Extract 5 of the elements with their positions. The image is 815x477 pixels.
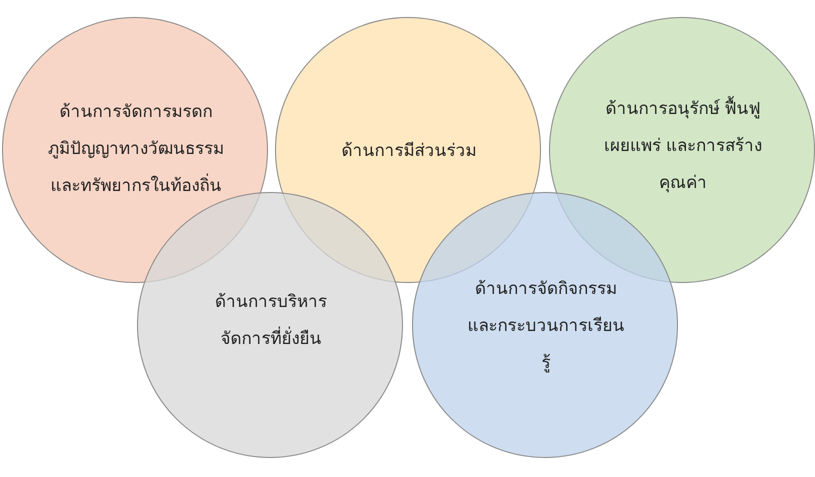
circle-label: ด้านการบริหารจัดการที่ยั่งยืน [214, 291, 328, 351]
circle-label: ด้านการมีส่วนร่วม [340, 140, 478, 162]
circle-label: ด้านการจัดการมรดกภูมิปัญญาทางวัฒนธรรมและทรัพยากรในท้องถิ่น [47, 100, 225, 198]
circle-label: ด้านการอนุรักษ์ ฟื้นฟูเผยแพร่ และการสร้างคุณค่า [596, 90, 770, 202]
circle-label: ด้านการจัดกิจกรรมและกระบวนการเรียนรู้ [466, 278, 626, 374]
